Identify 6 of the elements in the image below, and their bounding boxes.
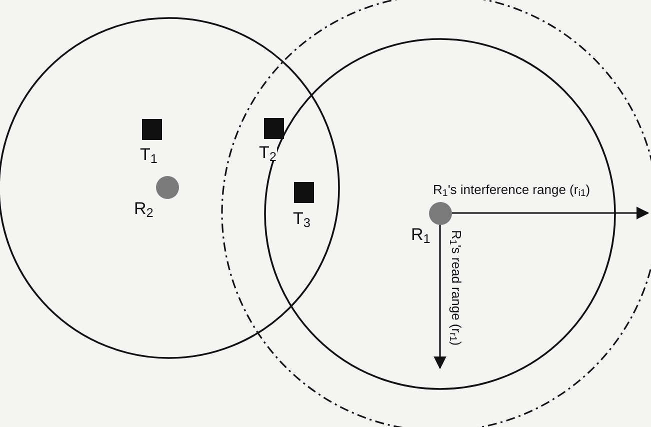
- node-label: T$_{3}$: [292, 210, 312, 227]
- node-label: R$_{1}$: [410, 226, 432, 243]
- range-label: R$_{1}$'s interference range (r$_{i1}$): [433, 183, 590, 196]
- node-label: T$_{1}$: [139, 146, 158, 163]
- node-label: T$_{2}$: [258, 144, 278, 161]
- node-label: R$_{2}$: [133, 200, 154, 217]
